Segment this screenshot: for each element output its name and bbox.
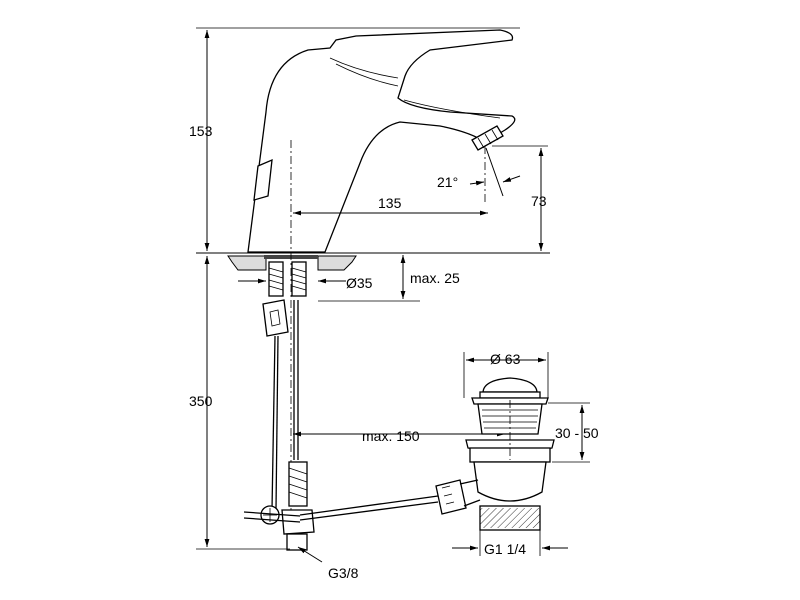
under-deck-fittings	[243, 261, 439, 551]
dim-waste-diameter: Ø 63	[463, 351, 549, 398]
label-waste-height: 30 - 50	[555, 425, 599, 441]
dim-below-deck: 350	[189, 256, 290, 550]
label-hole-diameter: Ø35	[346, 275, 373, 291]
dim-deck-thickness: max. 25	[318, 255, 460, 302]
label-spout-height: 73	[531, 193, 547, 209]
label-waste-thread: G1 1/4	[484, 541, 526, 557]
dim-spout-reach: 135	[293, 195, 488, 216]
label-supply-thread: G3/8	[328, 565, 359, 581]
popup-waste	[435, 377, 555, 531]
label-height-total: 153	[189, 123, 213, 139]
dim-spray-angle: 21°	[437, 146, 521, 205]
label-waste-spacing: max. 150	[362, 428, 420, 444]
label-deck-thickness: max. 25	[410, 270, 460, 286]
dim-supply-thread: G3/8	[297, 546, 359, 581]
label-spray-angle: 21°	[437, 174, 458, 190]
dim-hole-diameter: Ø35	[238, 275, 373, 291]
faucet-body	[247, 29, 516, 253]
label-waste-diameter: Ø 63	[490, 351, 521, 367]
dim-waste-spacing: max. 150	[293, 428, 505, 444]
dim-waste-height: 30 - 50	[548, 402, 599, 463]
dim-height-total: 153	[189, 27, 520, 251]
label-spout-reach: 135	[378, 195, 402, 211]
dim-waste-thread: G1 1/4	[452, 530, 568, 557]
dim-spout-height: 73	[492, 145, 548, 251]
label-below-deck: 350	[189, 393, 213, 409]
